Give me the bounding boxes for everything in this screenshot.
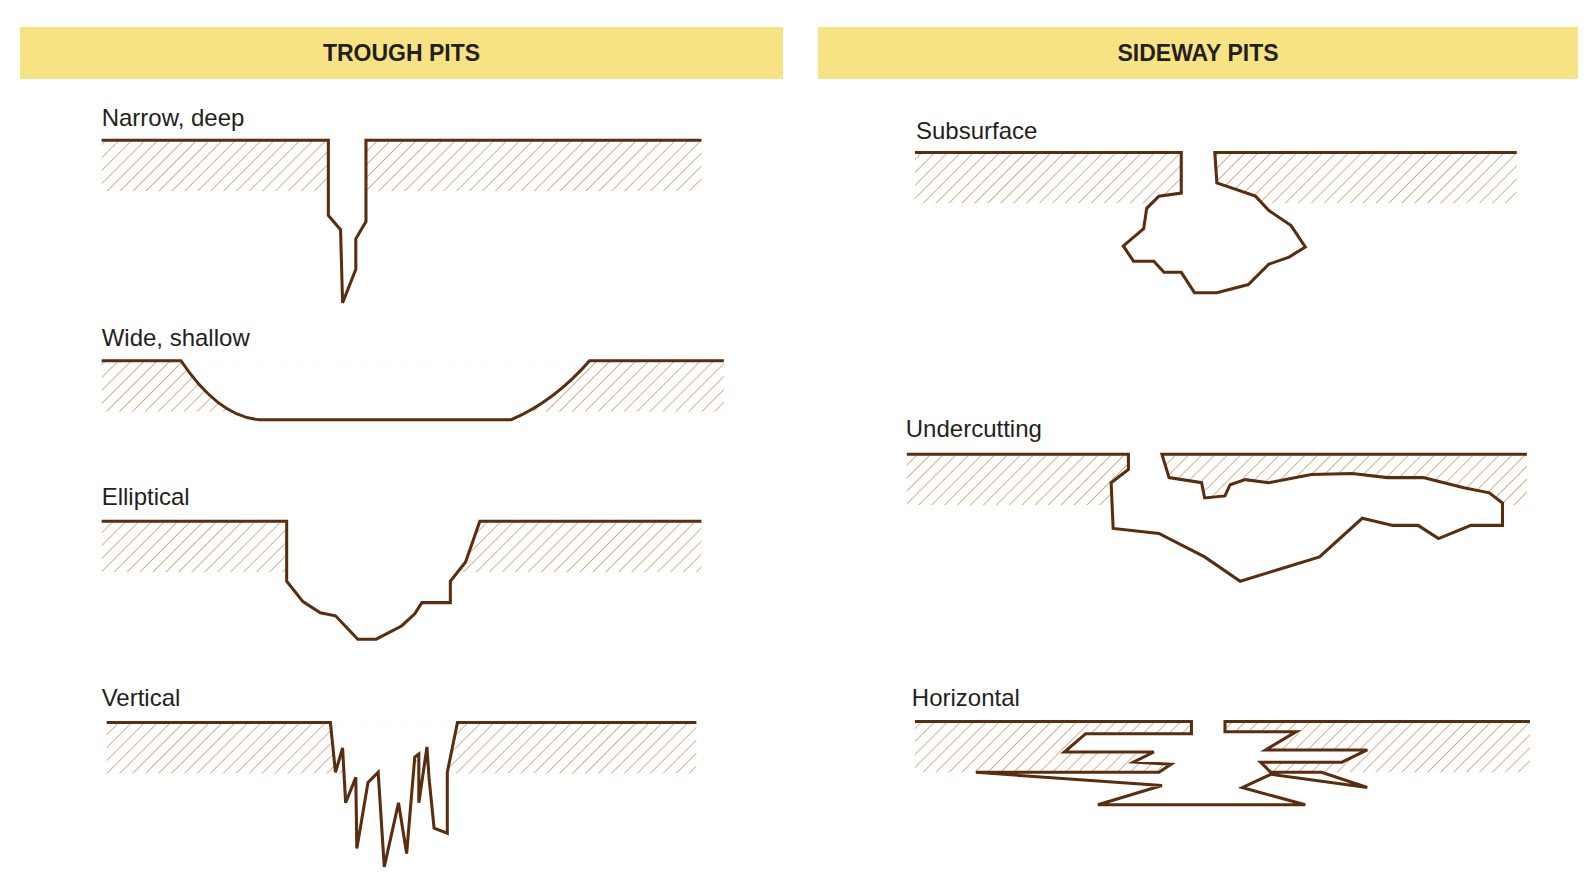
pit-type-label: Subsurface [916, 117, 1037, 146]
pit-type-label: Undercutting [906, 415, 1042, 444]
header-text: TROUGH PITS [323, 40, 480, 67]
pit-type-label: Vertical [102, 684, 181, 713]
header-band: SIDEWAY PITS [818, 27, 1577, 79]
soil-hatching [102, 140, 1530, 773]
header-band: TROUGH PITS [20, 27, 782, 79]
pit-type-label: Wide, shallow [102, 323, 250, 352]
pit-type-label: Horizontal [912, 684, 1020, 713]
pit-type-label: Elliptical [102, 483, 190, 512]
pit-outlines [102, 140, 1530, 867]
header-text: SIDEWAY PITS [1118, 40, 1279, 67]
pit-type-label: Narrow, deep [102, 104, 245, 133]
